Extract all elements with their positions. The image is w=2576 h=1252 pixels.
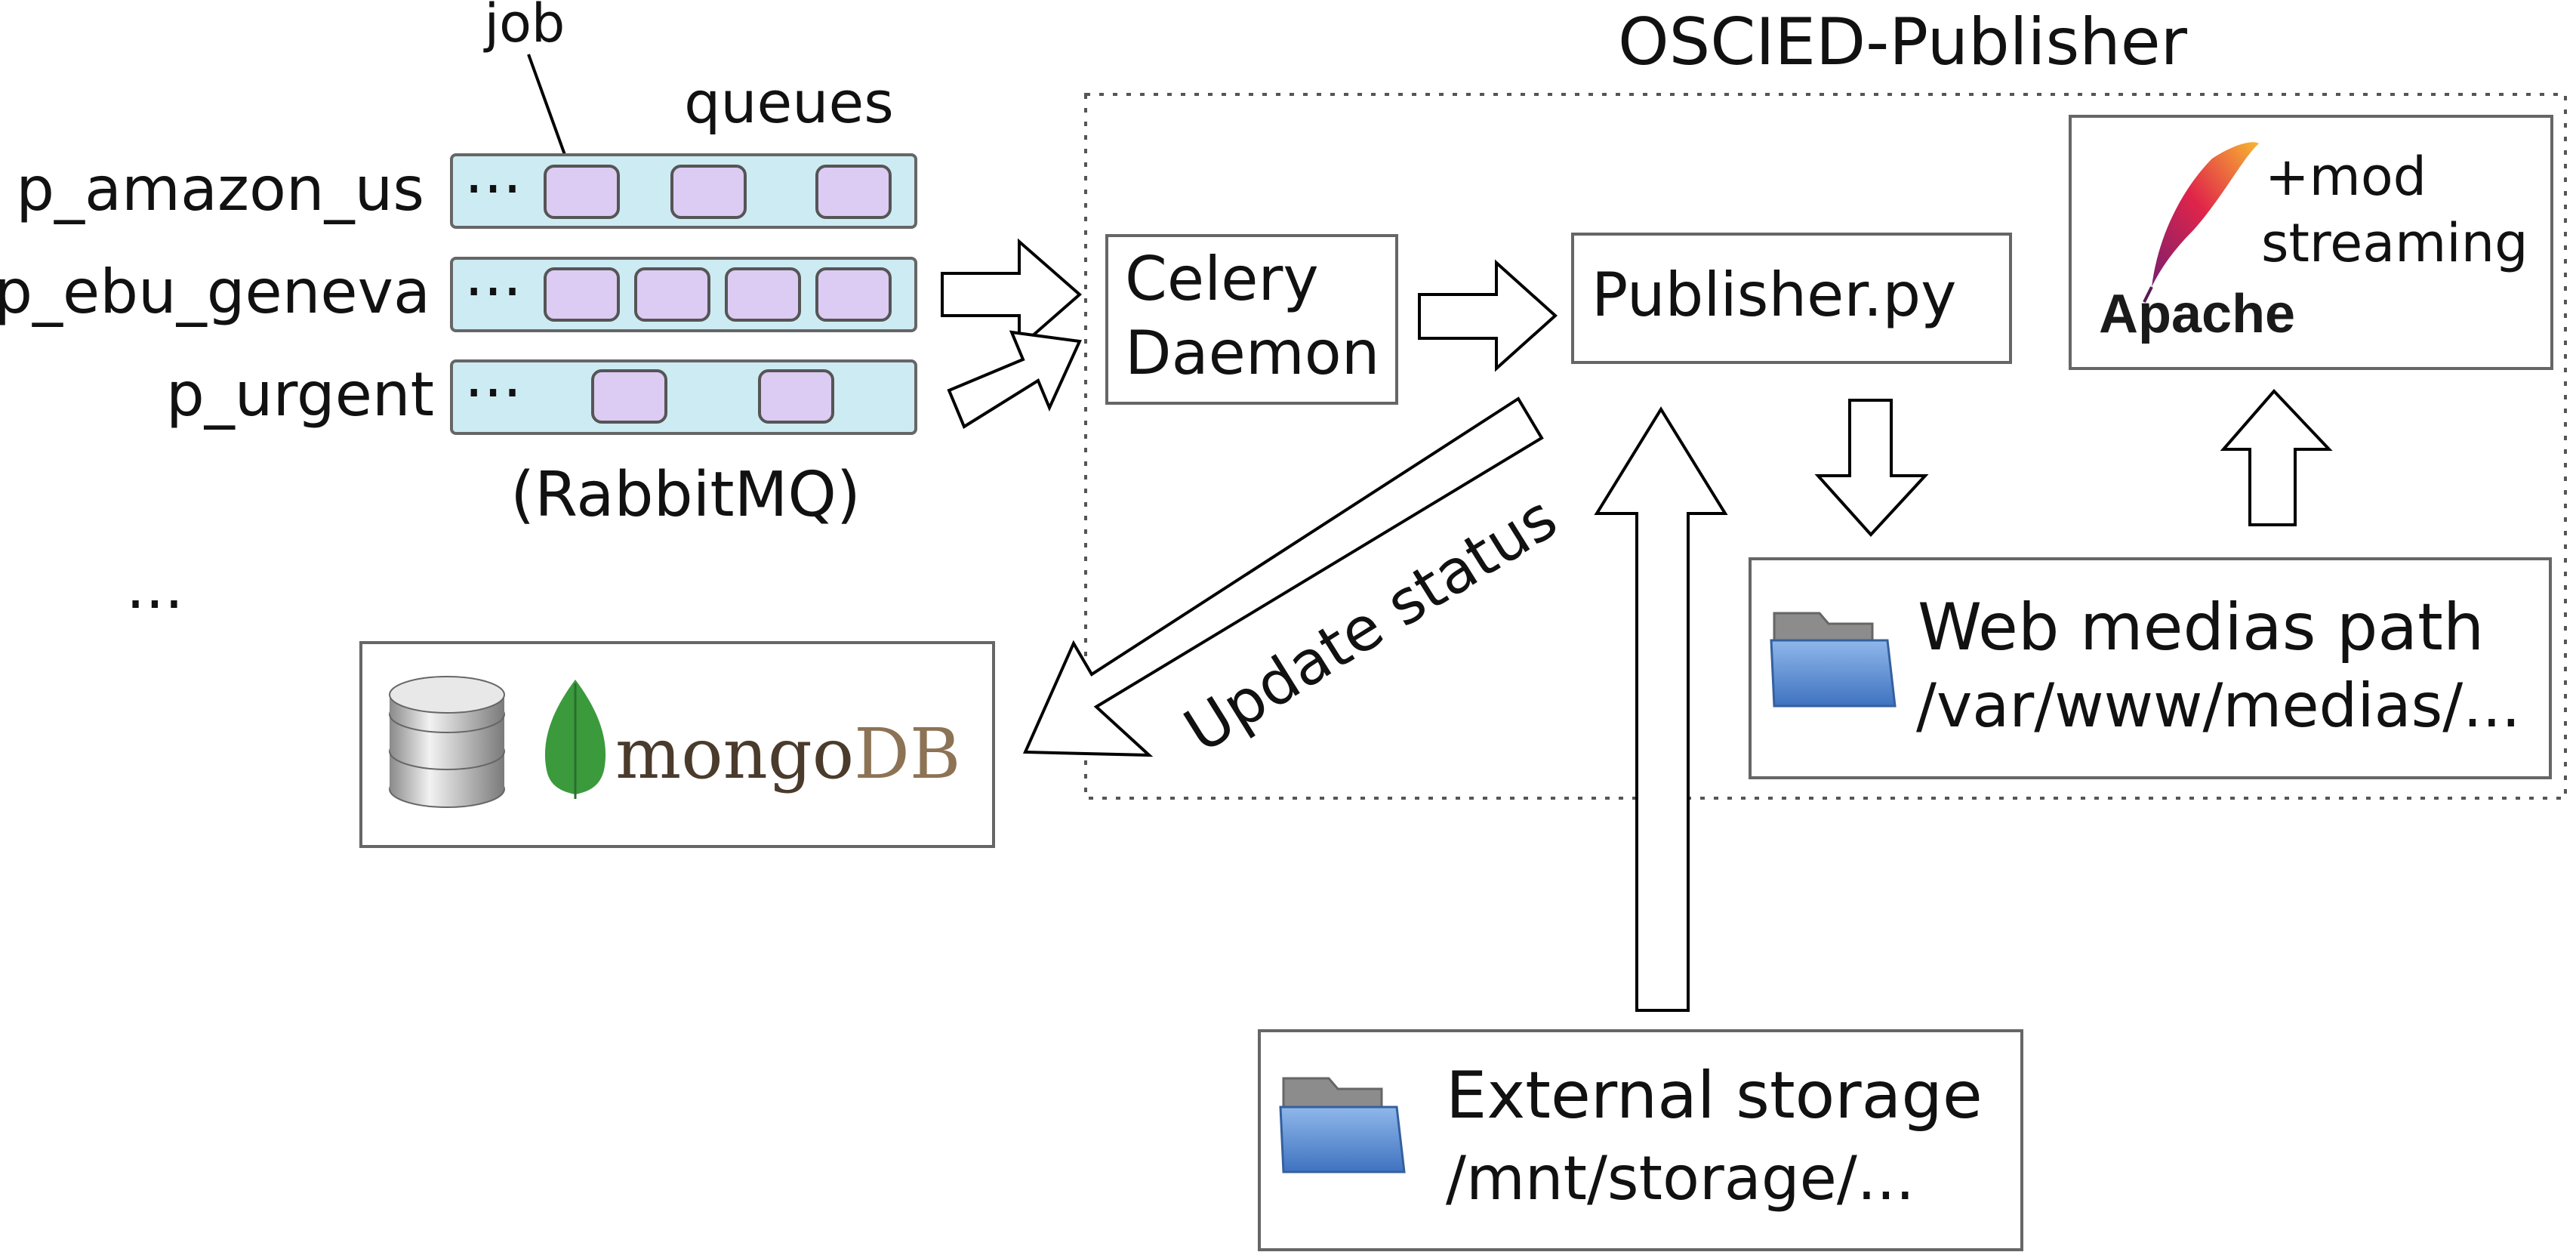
database-icon: [389, 676, 505, 808]
queues-label: queues: [684, 69, 894, 136]
celery-label-line1: Celery: [1125, 244, 1319, 314]
queue-row: p_urgent ···: [166, 358, 917, 435]
storage-to-publisher-arrow: [1594, 406, 1728, 1012]
queue-row: p_ebu_geneva ···: [0, 257, 917, 332]
queue-name: p_ebu_geneva: [0, 257, 430, 327]
folder-icon: [1279, 1077, 1406, 1173]
job-item: [758, 369, 834, 424]
job-item: [544, 165, 620, 219]
job-item: [815, 165, 892, 219]
apache-logo-text: Apache: [2099, 284, 2295, 344]
publisher-to-webmedias-arrow: [1814, 399, 1929, 537]
external-storage-path: /mnt/storage/...: [1446, 1143, 1915, 1213]
queue-name: p_amazon_us: [16, 154, 424, 224]
queue-ellipsis: ···: [464, 257, 522, 327]
job-label: job: [483, 0, 565, 54]
web-medias-box: Web medias path /var/www/medias/...: [1749, 557, 2552, 779]
urgent-to-celery-arrow: [947, 330, 1082, 429]
publisher-py-label: Publisher.py: [1592, 260, 1956, 330]
celery-label-line2: Daemon: [1125, 318, 1379, 388]
queue-row: p_amazon_us ···: [16, 153, 917, 229]
job-item: [670, 165, 747, 219]
queue-to-celery-arrow: [941, 238, 1083, 351]
more-queues-ellipsis: ...: [126, 552, 183, 622]
job-item: [634, 267, 710, 322]
apache-box: Apache +mod streaming: [2069, 115, 2553, 370]
apache-mod-line1: +mod: [2265, 146, 2427, 208]
apache-mod-line2: streaming: [2261, 212, 2528, 274]
apache-feather-icon: [2152, 142, 2259, 287]
folder-icon: [1770, 612, 1897, 708]
job-item: [725, 267, 801, 322]
publisher-group-boundary: [1084, 93, 2567, 800]
update-status-arrow: [1022, 396, 1544, 757]
job-item: [591, 369, 667, 424]
external-storage-title: External storage: [1446, 1058, 1983, 1133]
webmedias-to-apache-arrow: [2220, 389, 2333, 526]
queue-ellipsis: ···: [464, 358, 522, 428]
mongodb-logo-mongo: mongo: [615, 714, 854, 794]
publisher-group-title: OSCIED-Publisher: [1618, 5, 2188, 80]
mongodb-box: mongoDB: [359, 641, 995, 848]
publisher-py-box: Publisher.py: [1571, 233, 2012, 364]
web-medias-path: /var/www/medias/...: [1916, 671, 2521, 741]
external-storage-box: External storage /mnt/storage/...: [1258, 1029, 2023, 1251]
queue-name: p_urgent: [166, 359, 434, 430]
celery-daemon-box: Celery Daemon: [1105, 234, 1398, 405]
web-medias-title: Web medias path: [1918, 590, 2484, 665]
queue-ellipsis: ···: [464, 154, 522, 224]
celery-to-publisher-arrow: [1418, 259, 1558, 372]
mongodb-logo-db: DB: [854, 714, 960, 794]
rabbitmq-label: (RabbitMQ): [510, 459, 861, 531]
mongodb-logo-text: mongoDB: [615, 714, 961, 794]
job-item: [815, 267, 892, 322]
apache-feather-quill: [2143, 286, 2153, 303]
job-item: [544, 267, 620, 322]
